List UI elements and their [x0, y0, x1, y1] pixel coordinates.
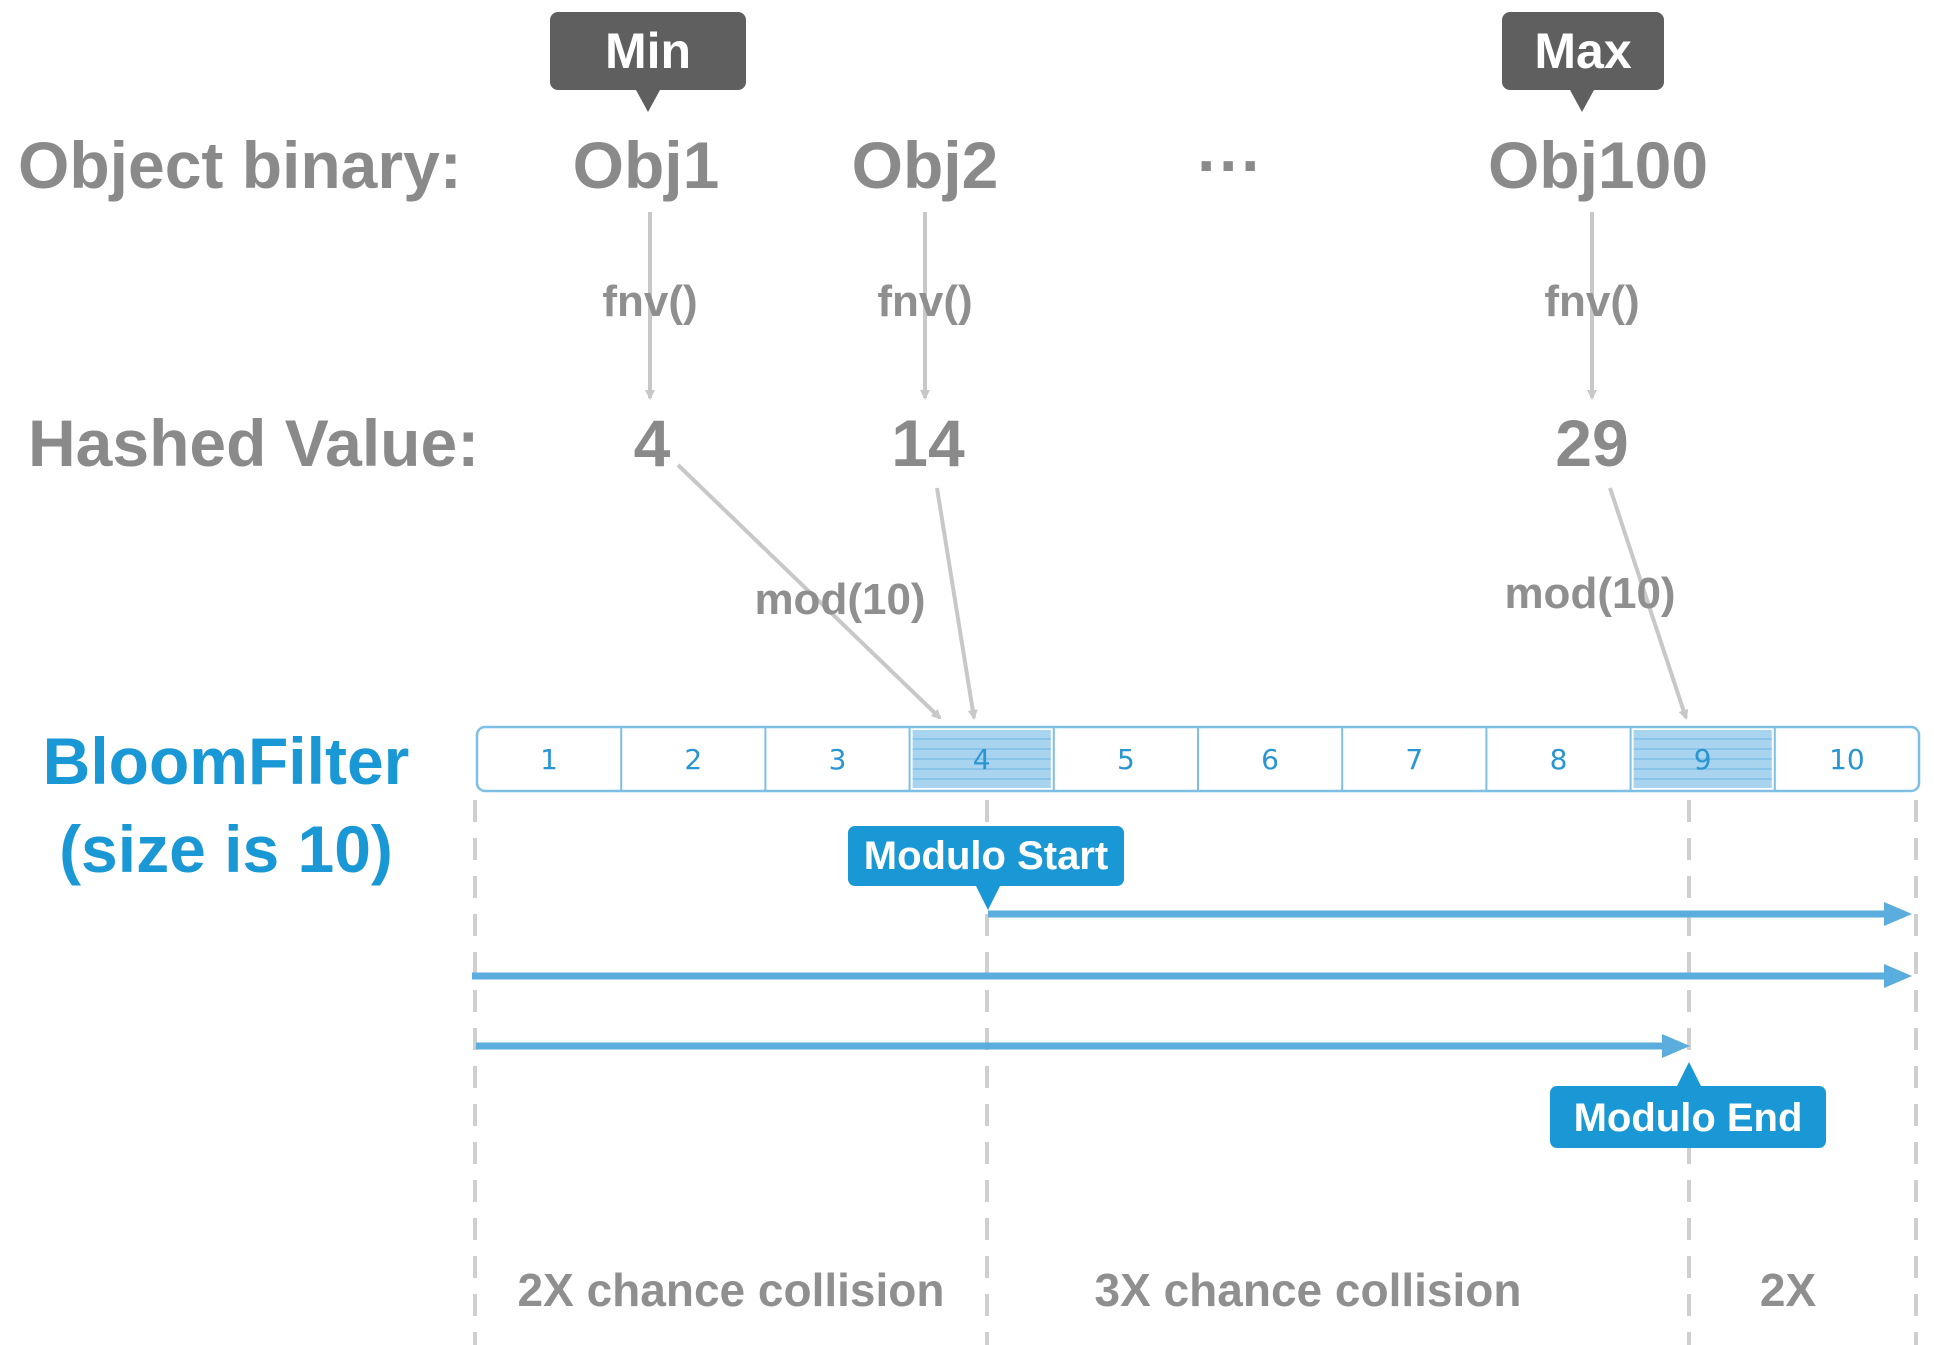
object-name-2: Obj2 [852, 128, 999, 202]
bloom-cell-highlight-9 [1633, 730, 1772, 788]
zone-label-middle: 3X chance collision [1095, 1264, 1522, 1316]
min-tag-label: Min [605, 23, 691, 79]
bloom-filter-size: (size is 10) [59, 812, 393, 886]
object-binary-label: Object binary: [18, 128, 462, 202]
range-arrow-from-start [988, 902, 1912, 926]
bloom-filter-title: BloomFilter [43, 724, 410, 798]
modulo-end-tag: Modulo End [1550, 1062, 1826, 1148]
bloom-cell-4: 4 [973, 743, 991, 776]
bloom-cell-10: 10 [1829, 743, 1865, 776]
bloom-cell-6: 6 [1261, 743, 1279, 776]
object-name-1: Obj1 [573, 128, 720, 202]
hashed-value-label: Hashed Value: [28, 406, 479, 480]
modulo-end-label: Modulo End [1574, 1096, 1803, 1140]
bloom-cell-2: 2 [684, 743, 702, 776]
zone-label-right: 2X [1760, 1264, 1817, 1316]
bloom-cell-8: 8 [1550, 743, 1568, 776]
hash-function-100: fnv() [1544, 277, 1639, 326]
hash-function-1: fnv() [602, 277, 697, 326]
mod-label-right: mod(10) [1504, 569, 1675, 618]
hashed-value-1: 4 [634, 406, 671, 480]
mod-arrow-100 [1608, 487, 1689, 720]
hash-function-2: fnv() [877, 277, 972, 326]
mod-arrow-2 [935, 487, 978, 720]
ellipsis: ··· [1197, 128, 1263, 202]
bloom-cell-7: 7 [1405, 743, 1423, 776]
range-arrow-to-end [476, 1034, 1690, 1058]
mod-label-left: mod(10) [754, 575, 925, 624]
modulo-start-tag: Modulo Start [848, 826, 1124, 910]
bloom-cell-highlight-4 [912, 730, 1051, 788]
zone-label-left: 2X chance collision [518, 1264, 945, 1316]
max-tag: Max [1502, 12, 1664, 112]
bloom-cell-3: 3 [829, 743, 847, 776]
max-tag-label: Max [1534, 23, 1631, 79]
hashed-value-2: 14 [891, 406, 965, 480]
object-name-100: Obj100 [1488, 128, 1708, 202]
range-arrow-full [472, 964, 1912, 988]
bloom-filter-array: 1 2 3 4 5 6 7 8 9 10 [475, 725, 1921, 793]
bloom-cell-5: 5 [1117, 743, 1135, 776]
hashed-value-100: 29 [1555, 406, 1628, 480]
modulo-start-label: Modulo Start [864, 834, 1108, 878]
min-tag: Min [550, 12, 746, 112]
bloom-cell-9: 9 [1694, 743, 1712, 776]
mod-arrow-1 [676, 463, 942, 720]
bloom-cell-1: 1 [540, 743, 558, 776]
